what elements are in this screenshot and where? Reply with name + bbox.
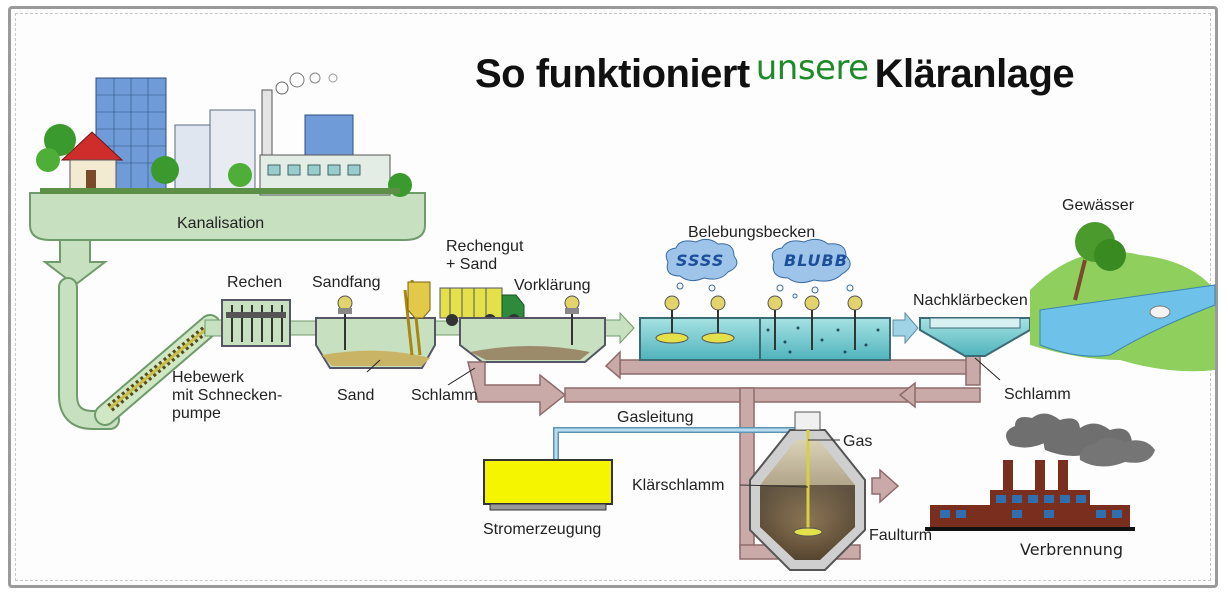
- label-hebewerk-3: pumpe: [172, 405, 221, 422]
- label-rechengut-2: + Sand: [446, 256, 498, 273]
- label-vorklaerung: Vorklärung: [514, 277, 591, 294]
- primary-clarifier: [459, 295, 606, 363]
- label-hebewerk-1: Hebewerk: [172, 369, 245, 386]
- label-stromerzeugung: Stromerzeugung: [483, 521, 602, 538]
- generator: [483, 459, 613, 511]
- label-belebungsbecken: Belebungsbecken: [688, 224, 816, 241]
- bubble-text-left: SSSS: [676, 251, 725, 270]
- label-gewaesser: Gewässer: [1062, 197, 1135, 214]
- title-part-1: So funktioniert: [475, 52, 750, 96]
- label-hebewerk-2: mit Schnecken-: [172, 387, 283, 404]
- sewer-basin: [29, 192, 426, 430]
- secondary-clarifier: [919, 317, 1031, 357]
- bubble-text-right: BLUBB: [784, 251, 848, 270]
- title-part-3: Kläranlage: [874, 52, 1075, 96]
- label-sand: Sand: [337, 387, 375, 404]
- screen-rake: [221, 299, 291, 347]
- label-rechen: Rechen: [227, 274, 283, 291]
- label-gas: Gas: [843, 433, 873, 450]
- label-sandfang: Sandfang: [312, 274, 381, 291]
- label-nachklaerbecken: Nachklärbecken: [913, 292, 1028, 309]
- river-landscape: [1030, 222, 1216, 372]
- aeration-tank: [639, 238, 891, 361]
- city-illustration: [36, 72, 412, 197]
- label-faulturm: Faulturm: [869, 527, 933, 544]
- grit-chamber: [315, 279, 436, 369]
- label-kanalisation: Kanalisation: [177, 215, 265, 232]
- label-schlamm-secondary: Schlamm: [1004, 386, 1071, 403]
- label-gasleitung: Gasleitung: [617, 409, 694, 426]
- label-verbrennung: Verbrennung: [1020, 540, 1124, 559]
- label-schlamm-primary: Schlamm: [411, 387, 478, 404]
- label-rechengut-1: Rechengut: [446, 238, 524, 255]
- label-klaerschlamm: Klärschlamm: [632, 477, 725, 494]
- incinerator-factory: [925, 413, 1155, 531]
- title-accent-word: unsere: [755, 48, 869, 88]
- leader-lines: [366, 357, 1001, 386]
- digester-tower: [739, 411, 866, 571]
- screw-pump: [94, 314, 221, 426]
